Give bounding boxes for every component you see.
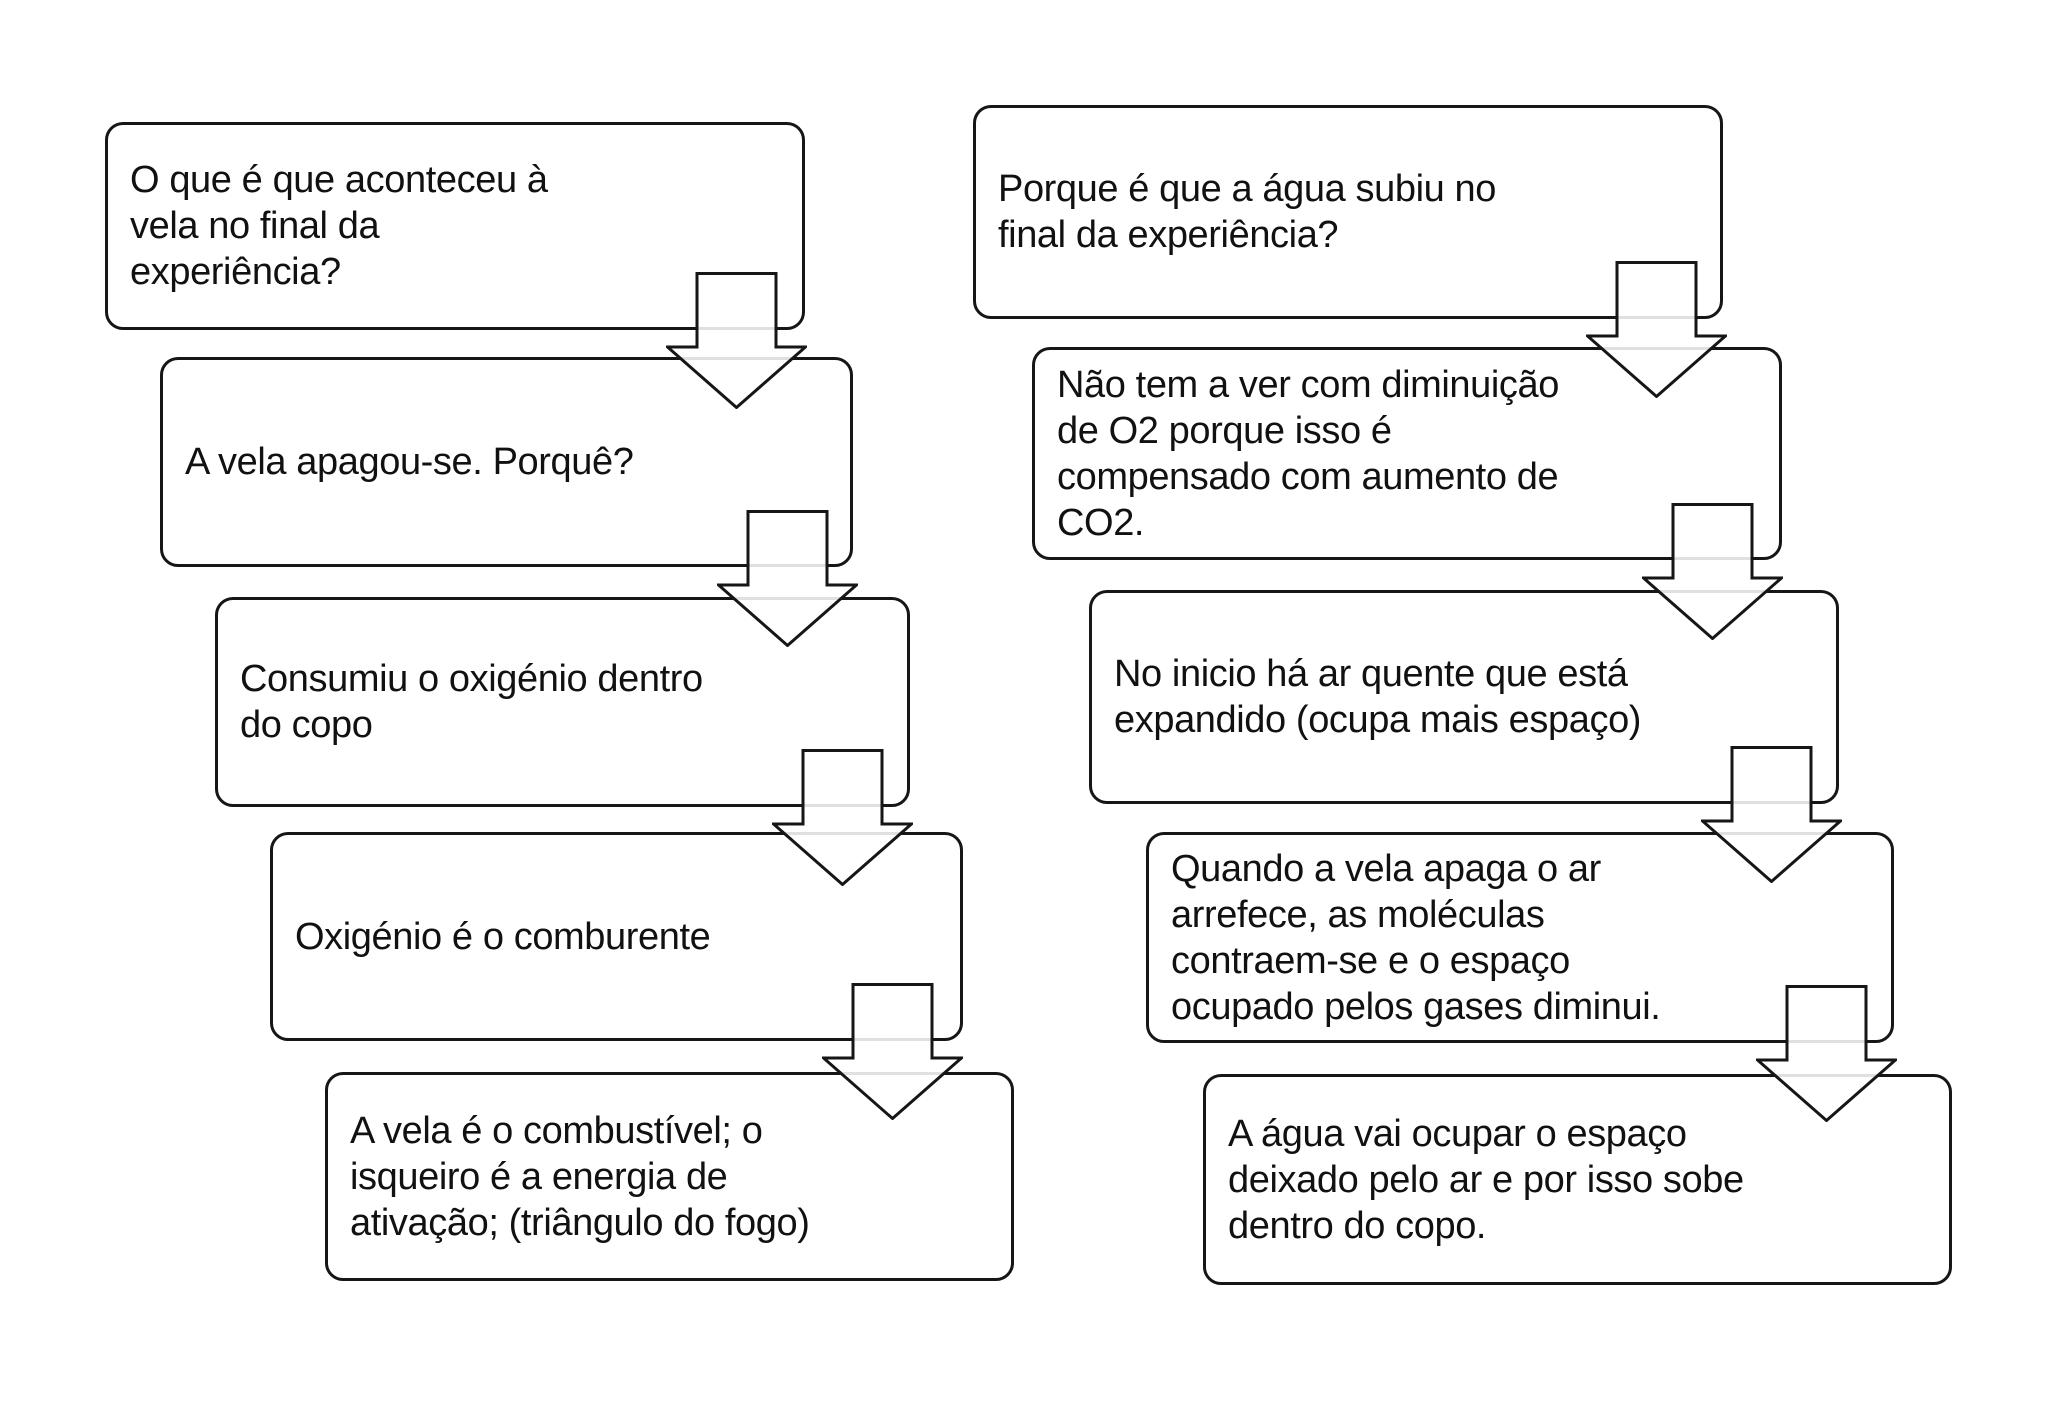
- flow-box-text: A vela apagou-se. Porquê?: [185, 441, 634, 483]
- flow-box-text: A vela é o combustível; o isqueiro é a e…: [350, 1109, 810, 1244]
- flow-box-text: Quando a vela apaga o ar arrefece, as mo…: [1171, 847, 1661, 1028]
- flow-box-text: Porque é que a água subiu no final da ex…: [998, 168, 1496, 256]
- down-arrow-icon: [1701, 746, 1842, 883]
- down-arrow-icon: [717, 510, 858, 647]
- flow-box-text: Não tem a ver com diminuição de O2 porqu…: [1057, 363, 1560, 544]
- down-arrow-connector-left-2: [717, 510, 858, 647]
- flow-box-right-2: Não tem a ver com diminuição de O2 porqu…: [1032, 347, 1782, 560]
- down-arrow-icon: [772, 749, 913, 886]
- flow-box-text: Oxigénio é o comburente: [295, 915, 711, 958]
- down-arrow-icon: [1642, 503, 1783, 640]
- down-arrow-icon: [822, 983, 963, 1120]
- down-arrow-icon: [666, 272, 807, 409]
- flow-box-text: O que é que aconteceu à vela no final da…: [130, 159, 548, 293]
- down-arrow-connector-left-1: [666, 272, 807, 409]
- down-arrow-connector-right-4: [1756, 985, 1897, 1122]
- down-arrow-connector-right-2: [1642, 503, 1783, 640]
- down-arrow-icon: [1756, 985, 1897, 1122]
- flow-box-left-1: O que é que aconteceu à vela no final da…: [105, 122, 805, 330]
- flow-box-text: A água vai ocupar o espaço deixado pelo …: [1228, 1112, 1744, 1247]
- flow-box-right-5: A água vai ocupar o espaço deixado pelo …: [1203, 1074, 1952, 1285]
- flow-box-right-4: Quando a vela apaga o ar arrefece, as mo…: [1146, 832, 1894, 1043]
- down-arrow-connector-left-3: [772, 749, 913, 886]
- flow-box-text: Consumiu o oxigénio dentro do copo: [240, 658, 703, 746]
- down-arrow-icon: [1586, 261, 1727, 398]
- down-arrow-connector-right-3: [1701, 746, 1842, 883]
- flow-box-right-1: Porque é que a água subiu no final da ex…: [973, 105, 1723, 319]
- down-arrow-connector-right-1: [1586, 261, 1727, 398]
- down-arrow-connector-left-4: [822, 983, 963, 1120]
- flow-box-text: No inicio há ar quente que está expandid…: [1114, 653, 1642, 741]
